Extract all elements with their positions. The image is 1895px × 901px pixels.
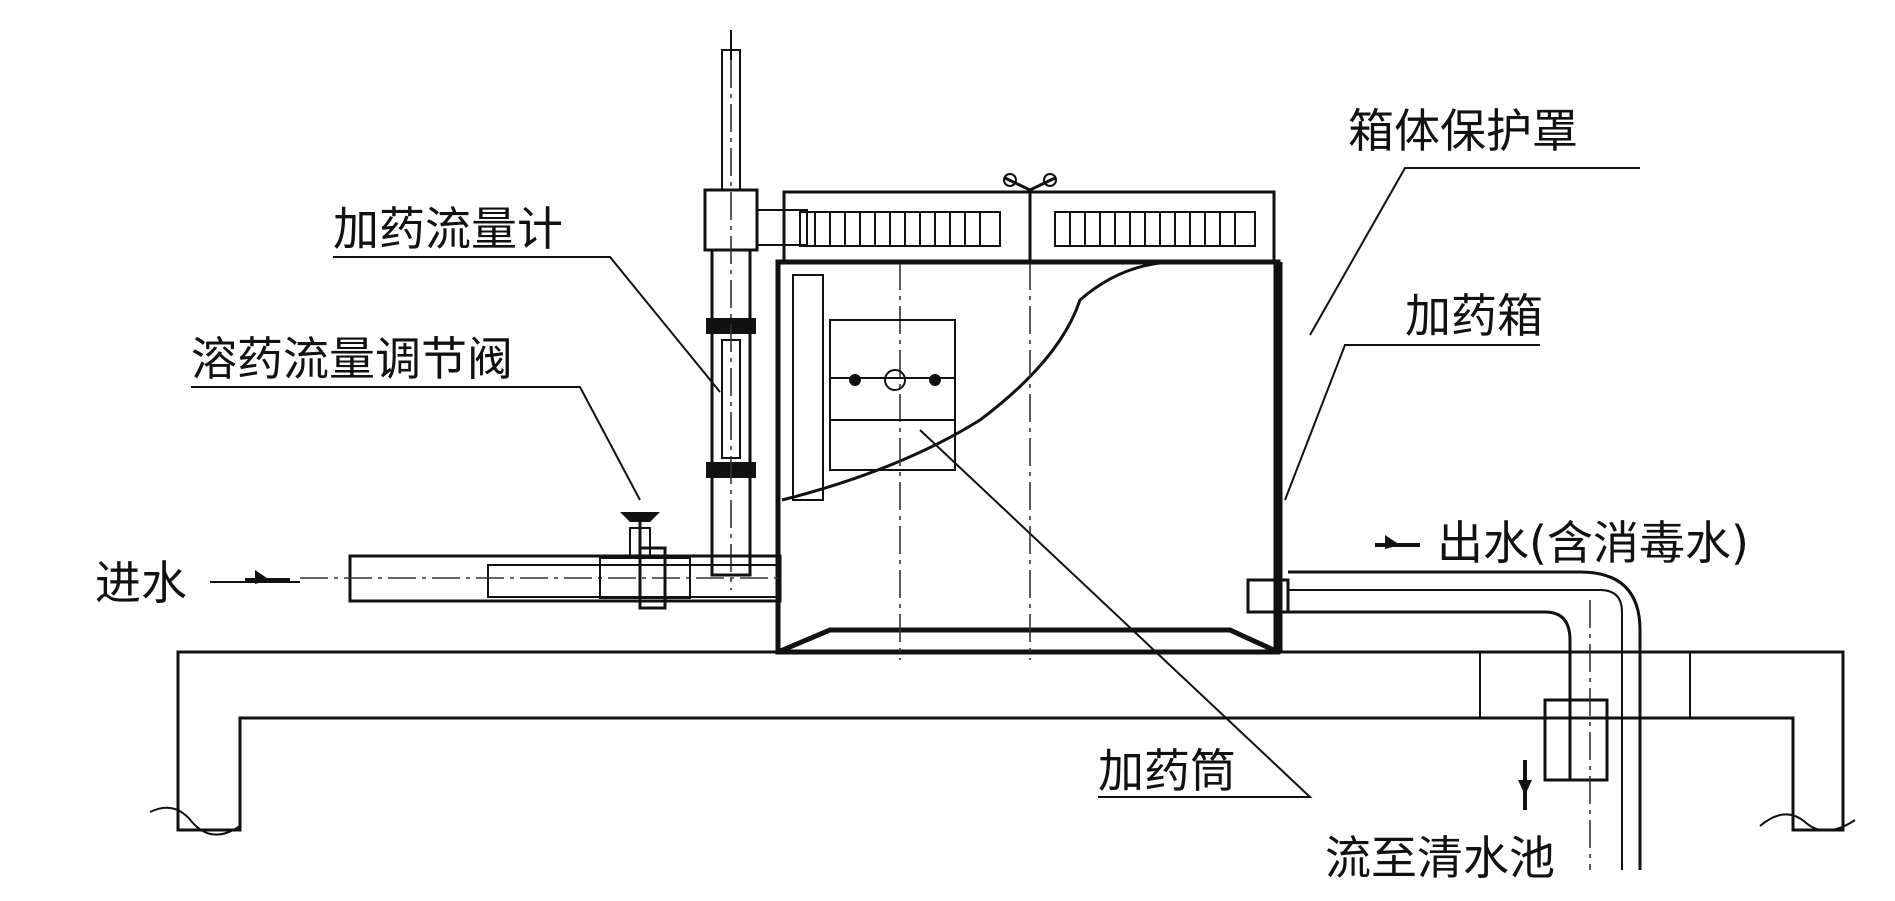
cover-label: 箱体保护罩 xyxy=(1348,104,1578,158)
outlet-pipe xyxy=(1246,570,1642,870)
tank-cover xyxy=(782,173,1276,264)
regulating-valve xyxy=(620,512,660,558)
outlet-arrow-icon xyxy=(1375,535,1420,549)
leader-lines xyxy=(191,167,1640,798)
drain-arrow-icon xyxy=(1518,760,1532,810)
inlet-label: 进水 xyxy=(95,556,187,610)
valve-label: 溶药流量调节阀 xyxy=(191,332,513,386)
dosing-tank xyxy=(775,259,1283,660)
drain-label: 流至清水池 xyxy=(1325,831,1555,885)
cylinder-label: 加药筒 xyxy=(1098,744,1236,798)
flowmeter-pipe xyxy=(703,30,808,590)
flowmeter-label: 加药流量计 xyxy=(333,202,563,256)
concrete-slab xyxy=(149,650,1856,836)
tank-label: 加药箱 xyxy=(1405,289,1543,343)
dosing-cylinder xyxy=(792,274,956,501)
inlet-pipe xyxy=(300,546,782,610)
inlet-arrow-icon xyxy=(245,570,290,584)
outlet-label: 出水(含消毒水) xyxy=(1437,516,1749,570)
